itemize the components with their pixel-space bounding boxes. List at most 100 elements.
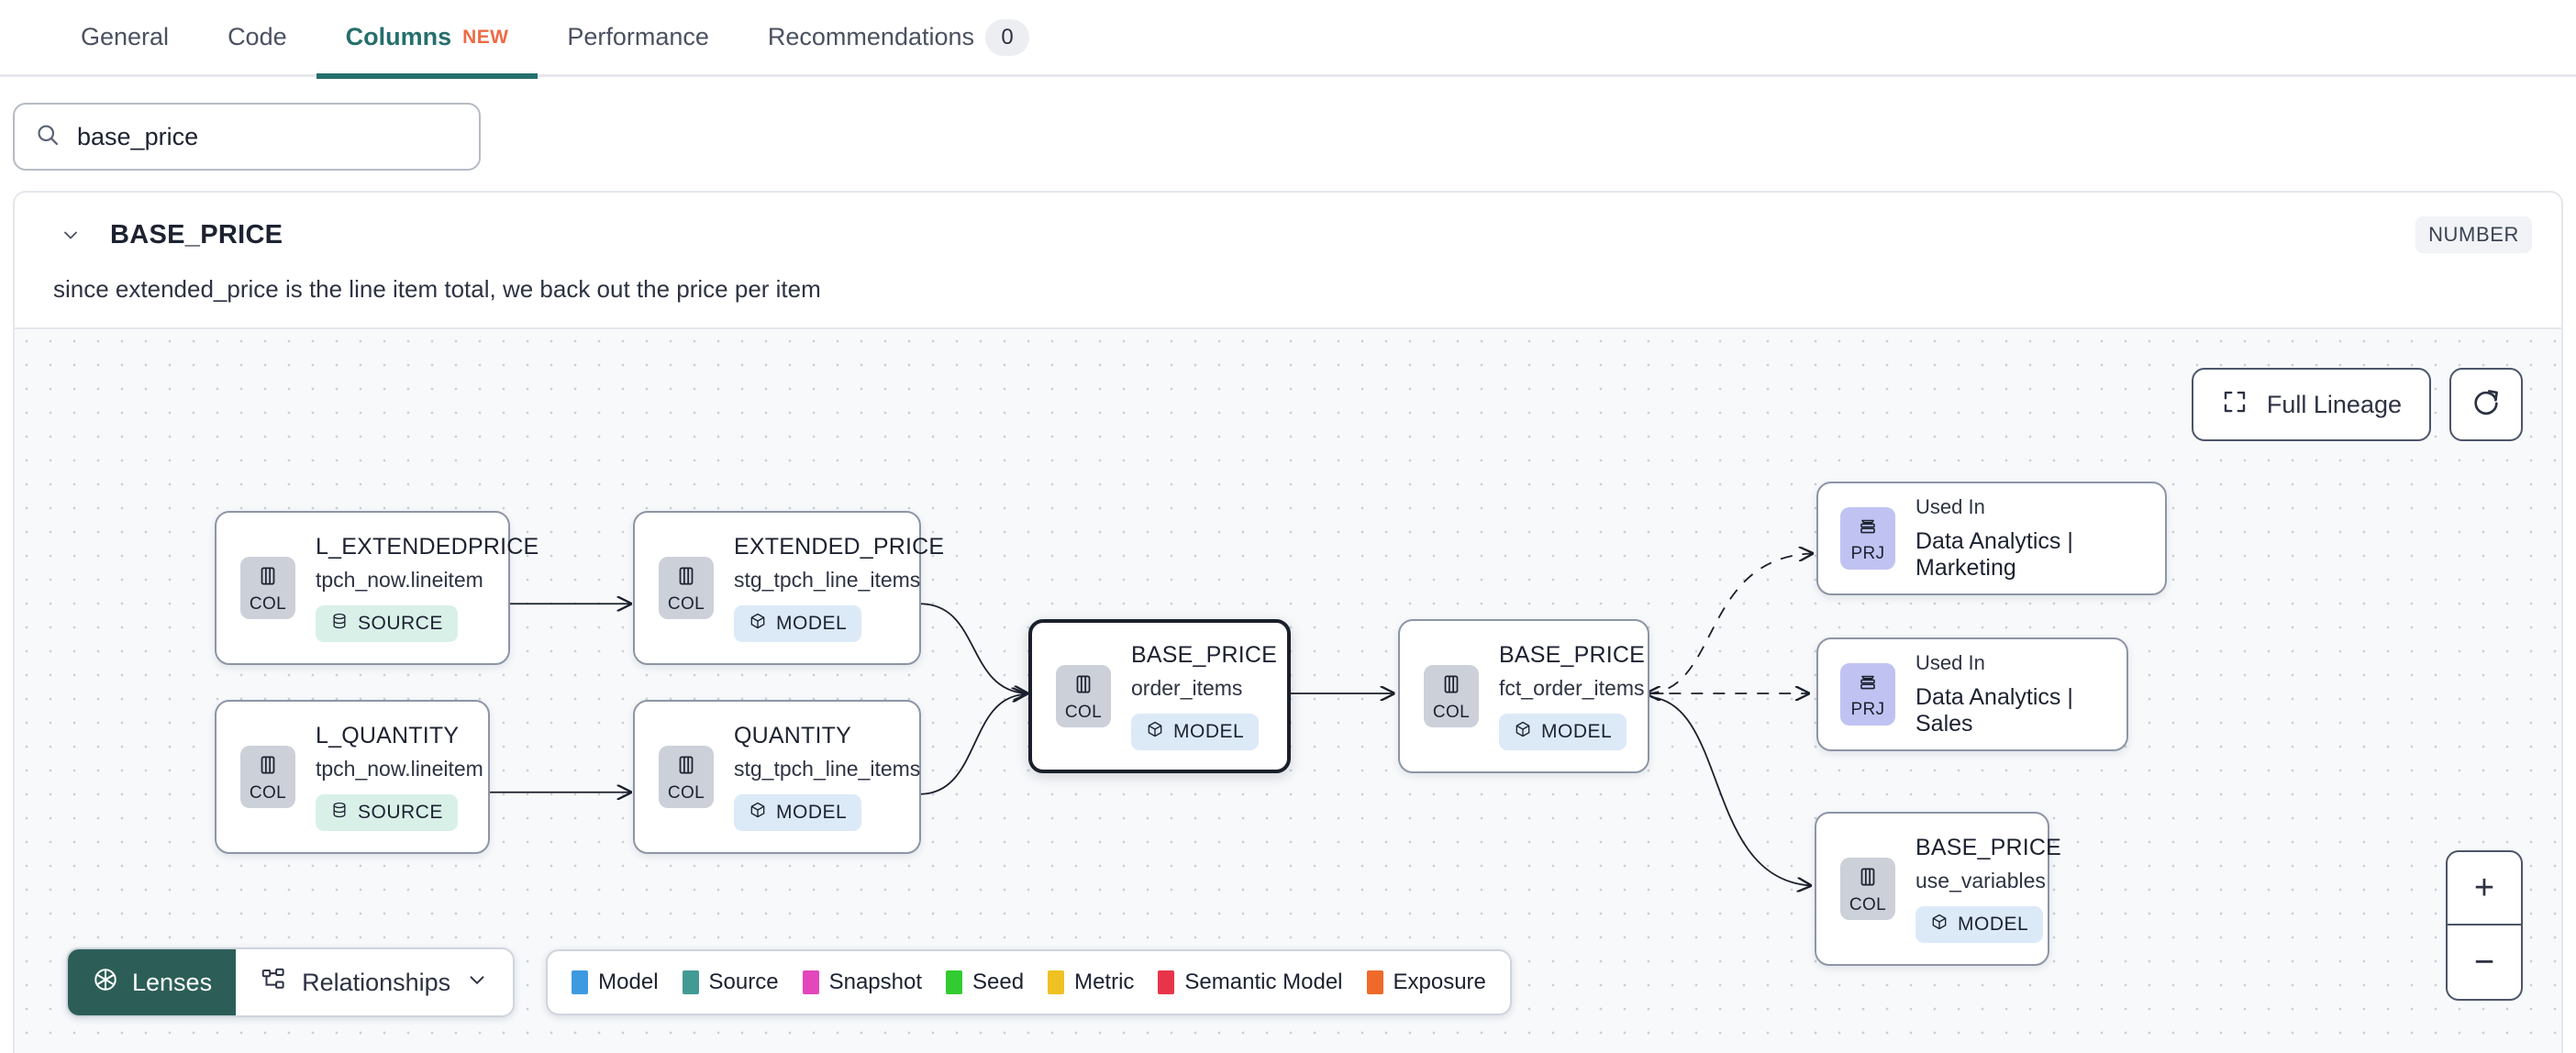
- lineage-node[interactable]: COL L_EXTENDEDPRICE tpch_now.lineitem SO…: [215, 511, 539, 665]
- legend-item-semantic-model: Semantic Model: [1158, 970, 1343, 995]
- node-subtitle: stg_tpch_line_items: [734, 568, 921, 592]
- tab-label: Code: [228, 23, 287, 50]
- legend-item-source: Source: [682, 970, 779, 995]
- project-name: Data Analytics | Sales: [1915, 684, 2073, 737]
- legend-swatch: [572, 970, 589, 994]
- node-type-label: MODEL: [1541, 721, 1613, 742]
- column-type-badge: NUMBER: [2415, 216, 2532, 253]
- legend-label: Semantic Model: [1184, 970, 1343, 994]
- tab-general[interactable]: General: [51, 0, 198, 76]
- node-type-label: MODEL: [1173, 721, 1245, 742]
- col-badge-label: COL: [667, 782, 705, 803]
- tab-columns[interactable]: Columns NEW: [316, 0, 539, 79]
- search-area: base_price: [0, 77, 2576, 191]
- node-subtitle: use_variables: [1915, 869, 2046, 892]
- search-input[interactable]: base_price: [13, 103, 481, 171]
- recommendations-count-badge: 0: [985, 18, 1030, 56]
- legend-swatch: [1158, 970, 1175, 994]
- relationships-label: Relationships: [302, 968, 451, 996]
- col-badge: COL: [240, 557, 295, 619]
- lineage-node[interactable]: COL L_QUANTITY tpch_now.lineitem SOURCE: [215, 700, 490, 854]
- lineage-node[interactable]: COL BASE_PRICE fct_order_items MODEL: [1398, 619, 1649, 773]
- node-title: L_EXTENDEDPRICE: [316, 534, 539, 560]
- lineage-canvas[interactable]: COL L_EXTENDEDPRICE tpch_now.lineitem SO…: [13, 327, 2563, 1053]
- cube-icon: [1514, 720, 1532, 744]
- node-subtitle: order_items: [1131, 676, 1243, 700]
- legend-label: Metric: [1074, 970, 1135, 994]
- column-header: BASE_PRICE NUMBER: [15, 193, 2561, 259]
- node-subtitle: fct_order_items: [1499, 676, 1645, 700]
- search-icon: [35, 122, 61, 152]
- column-detail-card: BASE_PRICE NUMBER since extended_price i…: [13, 191, 2563, 327]
- node-subtitle: tpch_now.lineitem: [316, 568, 483, 592]
- tab-label: Performance: [567, 23, 709, 50]
- node-type-label: MODEL: [776, 802, 848, 823]
- database-icon: [330, 612, 349, 636]
- columns-icon: [674, 753, 698, 781]
- legend-item-model: Model: [572, 970, 659, 995]
- lineage-node[interactable]: COL BASE_PRICE use_variables MODEL: [1815, 812, 2061, 966]
- legend-swatch: [1366, 970, 1383, 994]
- col-badge: COL: [659, 746, 714, 808]
- col-badge-label: COL: [667, 593, 705, 614]
- chevron-down-icon[interactable]: [59, 223, 83, 247]
- col-badge-label: COL: [249, 782, 287, 803]
- project-name: Data Analytics | Marketing: [1915, 528, 2073, 581]
- zoom-out-button[interactable]: −: [2473, 942, 2495, 981]
- prj-badge: PRJ: [1840, 507, 1895, 570]
- legend-label: Source: [708, 970, 779, 994]
- tab-label: Recommendations: [767, 23, 975, 50]
- full-lineage-button[interactable]: Full Lineage: [2191, 368, 2431, 441]
- node-title: L_QUANTITY: [316, 723, 460, 748]
- legend-label: Exposure: [1393, 970, 1486, 994]
- col-badge-label: COL: [1064, 702, 1103, 722]
- database-icon: [330, 801, 349, 825]
- node-title: QUANTITY: [734, 723, 851, 748]
- legend-item-exposure: Exposure: [1366, 970, 1486, 995]
- node-title: BASE_PRICE: [1131, 642, 1278, 668]
- node-title: EXTENDED_PRICE: [734, 534, 945, 560]
- col-badge: COL: [240, 746, 295, 808]
- legend-label: Seed: [972, 970, 1025, 994]
- aperture-icon: [92, 966, 119, 1000]
- project-icon: [1857, 515, 1879, 542]
- hierarchy-icon: [260, 966, 287, 1000]
- tab-label: Columns: [345, 23, 452, 50]
- lineage-node[interactable]: COL EXTENDED_PRICE stg_tpch_line_items M…: [633, 511, 944, 665]
- col-badge: COL: [1424, 665, 1479, 727]
- lineage-project-node[interactable]: PRJ Used In Data Analytics | Sales: [1816, 637, 2128, 751]
- refresh-button[interactable]: [2449, 368, 2523, 441]
- col-badge: COL: [1840, 858, 1895, 920]
- project-kicker: Used In: [1915, 651, 1985, 674]
- columns-icon: [1071, 672, 1095, 701]
- expand-icon: [2221, 388, 2248, 422]
- cube-icon: [749, 612, 767, 636]
- tab-performance[interactable]: Performance: [538, 0, 738, 76]
- legend-label: Snapshot: [828, 970, 923, 994]
- columns-icon: [1439, 672, 1463, 701]
- lineage-node-selected[interactable]: COL BASE_PRICE order_items MODEL: [1028, 619, 1291, 773]
- lineage-project-node[interactable]: PRJ Used In Data Analytics | Marketing: [1816, 482, 2167, 595]
- cube-icon: [1146, 720, 1164, 744]
- node-subtitle: stg_tpch_line_items: [734, 757, 921, 781]
- tab-new-badge: NEW: [462, 26, 509, 48]
- tab-code[interactable]: Code: [198, 0, 316, 76]
- node-type-tag: SOURCE: [316, 794, 458, 831]
- node-type-tag: MODEL: [734, 794, 862, 831]
- lens-relationship-group: Lenses Relationships: [66, 948, 516, 1017]
- legend-label: Model: [598, 970, 659, 994]
- col-badge: COL: [1056, 665, 1111, 727]
- lineage-node[interactable]: COL QUANTITY stg_tpch_line_items MODEL: [633, 700, 921, 854]
- lenses-button[interactable]: Lenses: [68, 949, 237, 1015]
- tab-recommendations[interactable]: Recommendations 0: [738, 0, 1059, 76]
- legend-swatch: [946, 970, 963, 994]
- column-description: since extended_price is the line item to…: [53, 275, 821, 303]
- node-type-tag: MODEL: [1131, 714, 1260, 750]
- legend-swatch: [802, 970, 819, 994]
- columns-icon: [1856, 865, 1880, 893]
- relationships-dropdown[interactable]: Relationships: [236, 949, 514, 1015]
- zoom-in-button[interactable]: +: [2448, 852, 2521, 926]
- node-type-label: SOURCE: [358, 613, 443, 634]
- canvas-top-controls: Full Lineage: [2191, 368, 2523, 441]
- refresh-icon: [2471, 387, 2502, 423]
